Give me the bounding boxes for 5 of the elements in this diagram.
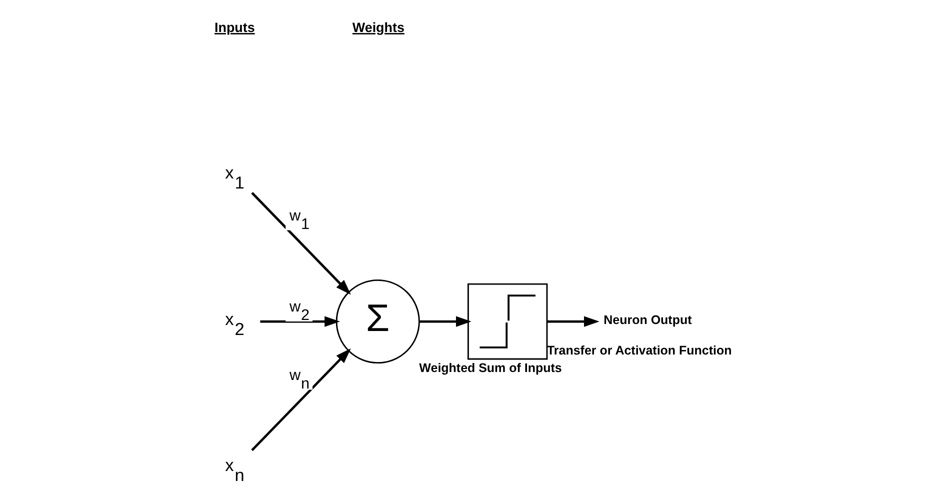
- label: Inputs: [214, 20, 254, 36]
- node-label: Transfer or Activation Function: [546, 344, 732, 358]
- node-label: Weighted Sum of Inputs: [418, 360, 562, 375]
- node-text: Neuron Output: [603, 312, 692, 327]
- label: Weights: [352, 20, 404, 36]
